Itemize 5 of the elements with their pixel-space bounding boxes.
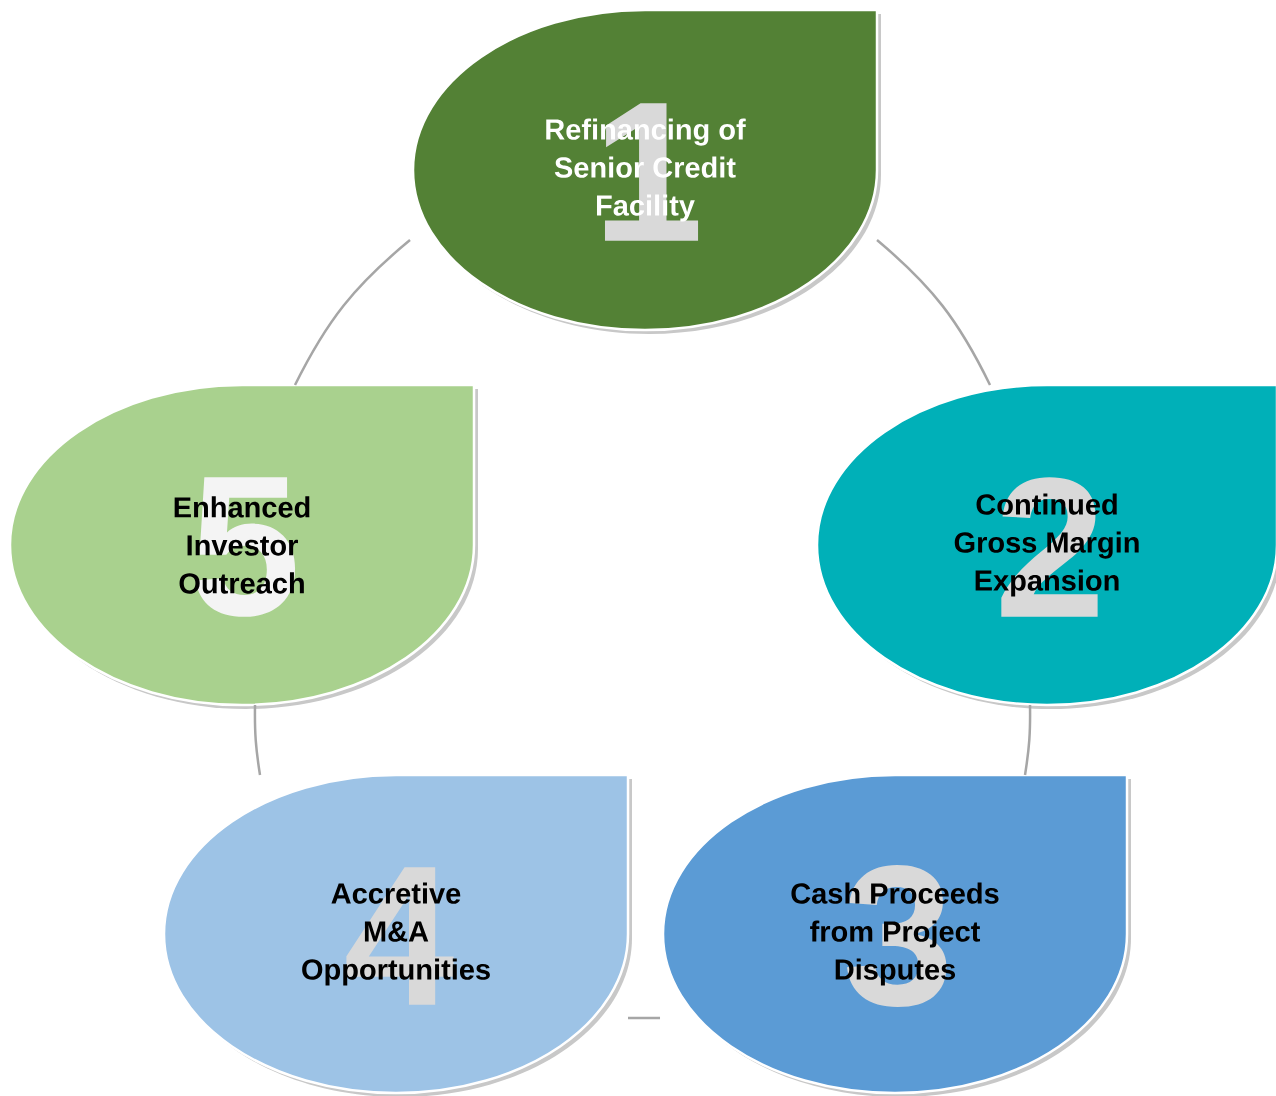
connector-line — [293, 239, 411, 386]
connector-line — [1023, 705, 1032, 776]
connector-line — [253, 705, 262, 776]
connector-line — [628, 1016, 660, 1020]
connector-line — [876, 239, 992, 386]
